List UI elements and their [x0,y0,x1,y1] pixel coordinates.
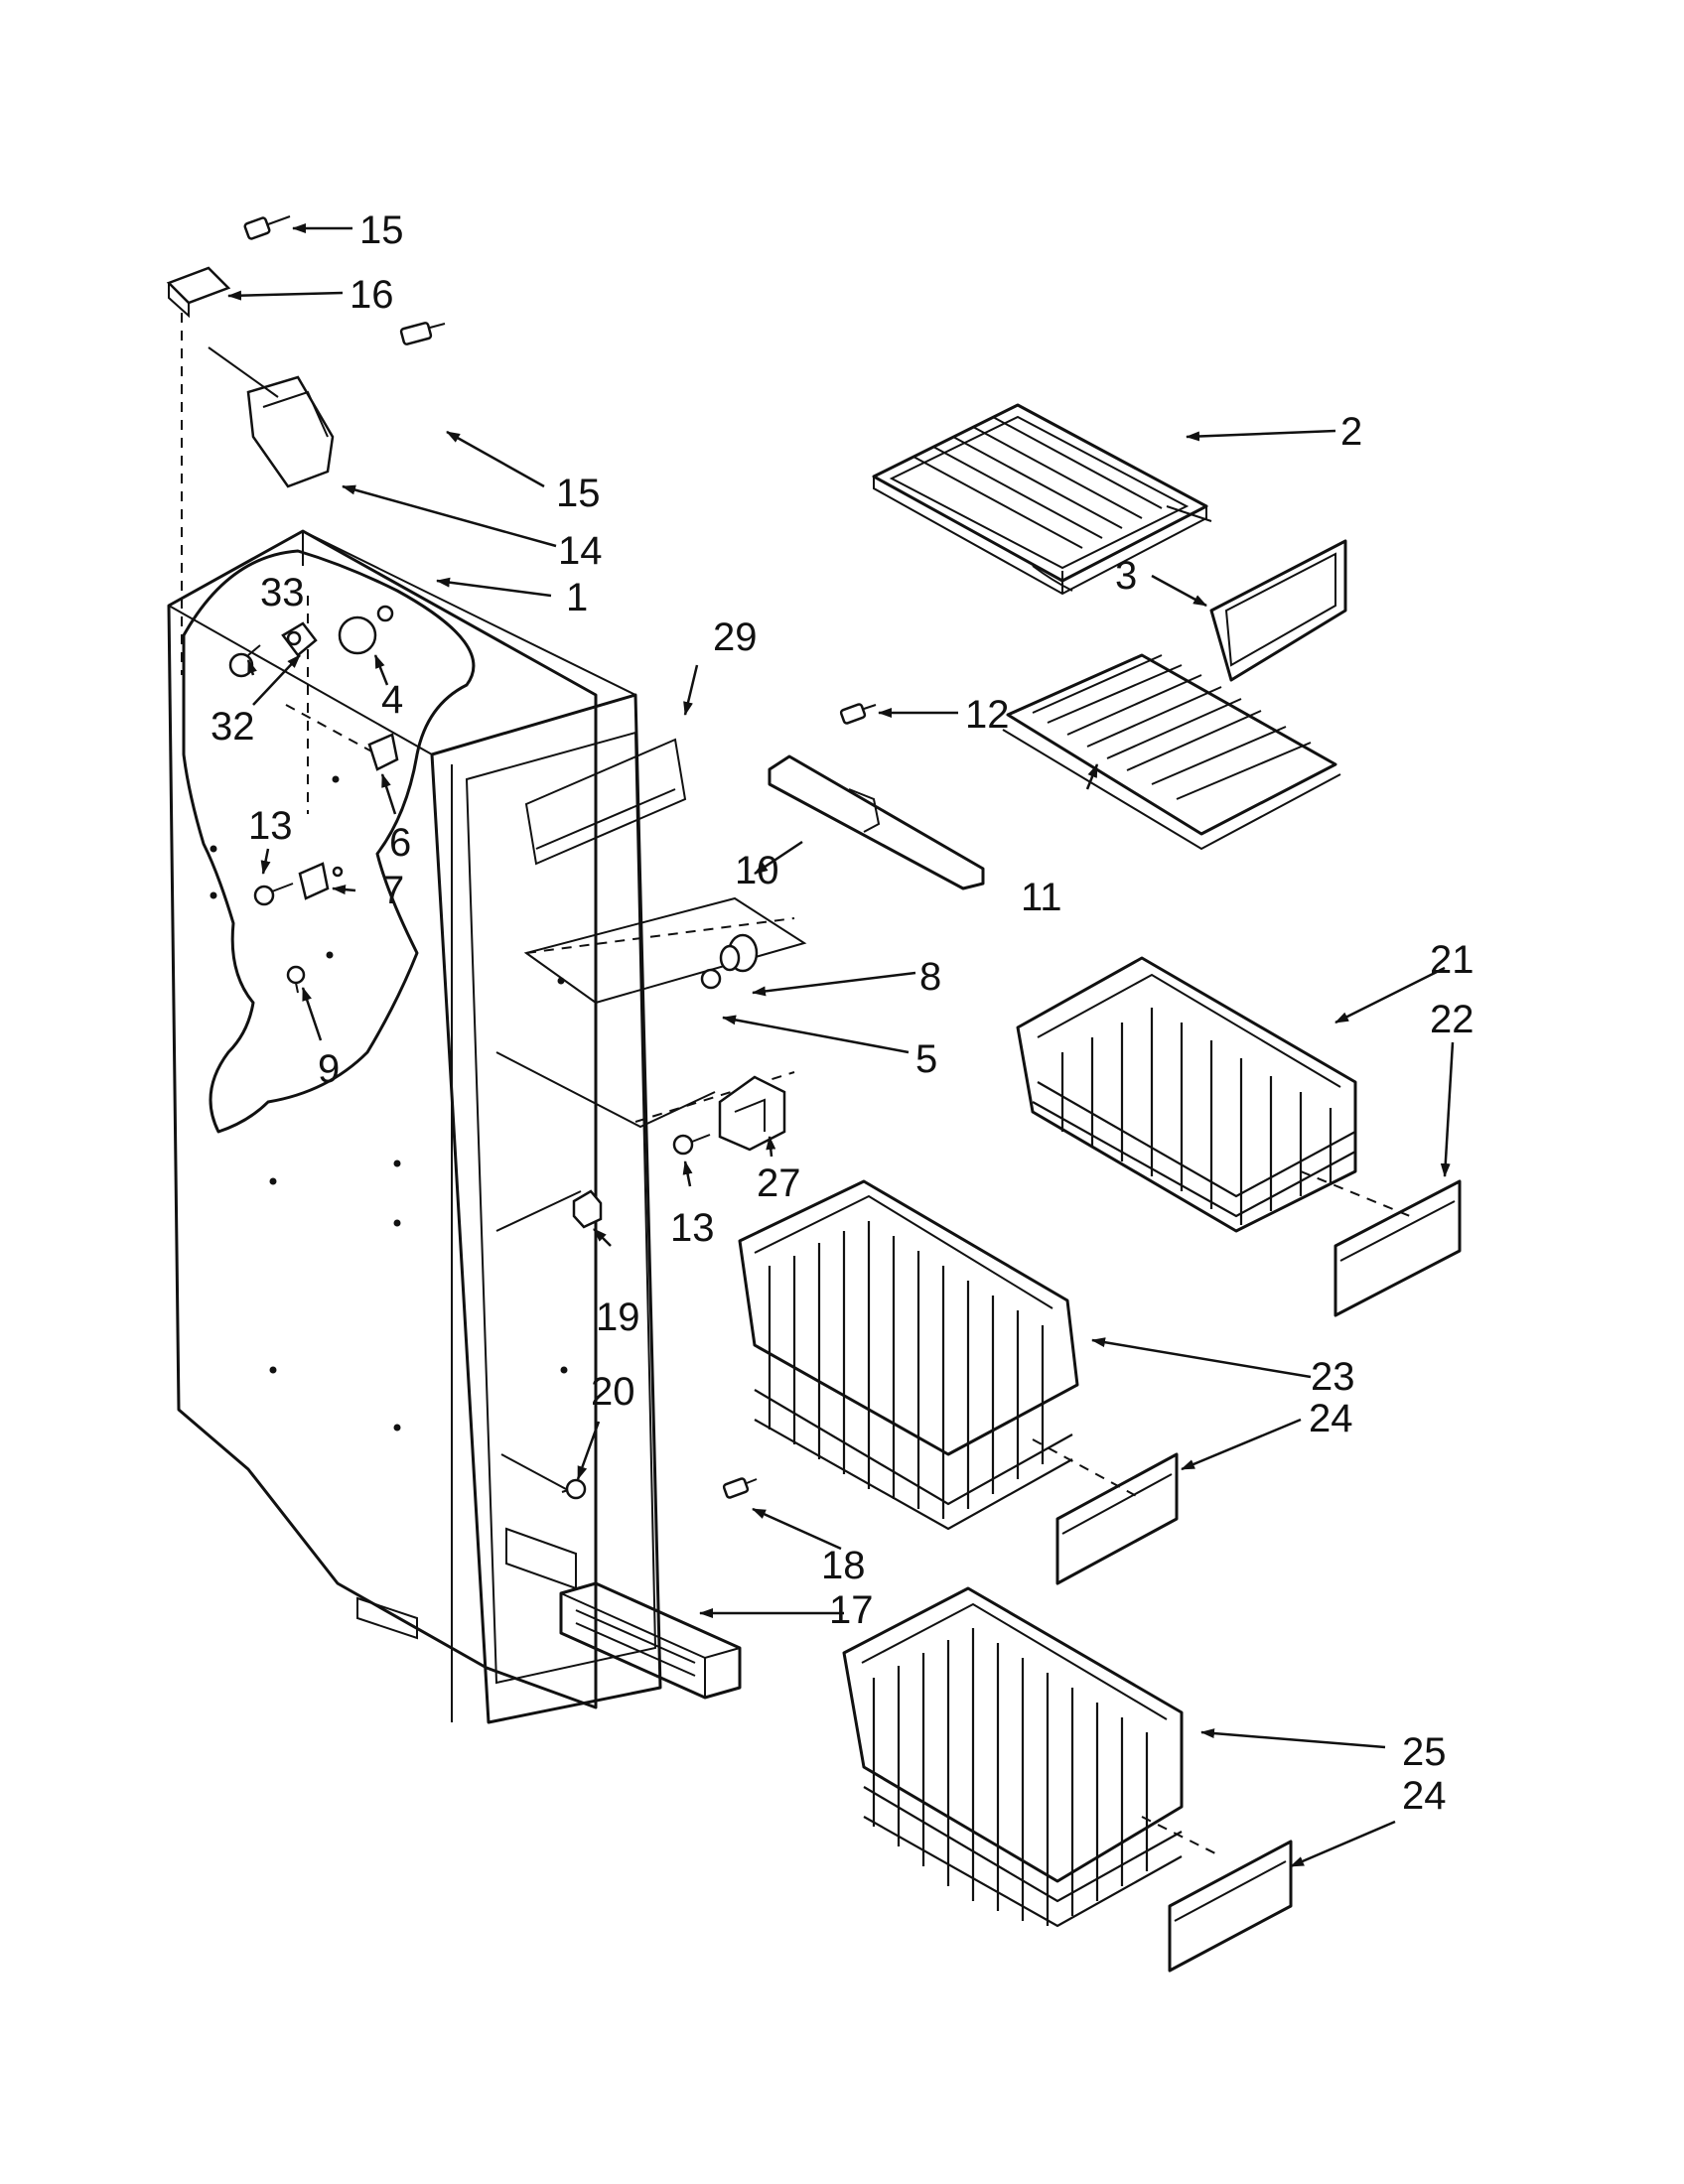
fastener-9 [286,965,306,994]
callout-13-middle: 13 [670,1206,715,1250]
callout-13-left: 13 [248,804,293,848]
callout-24-upper: 24 [1309,1397,1353,1440]
wire-basket-25 [842,1586,1222,1928]
callout-16: 16 [350,273,394,317]
screw-5 [700,968,722,990]
basket-front-24-upper [1055,1452,1179,1585]
shelf-2 [872,403,1212,596]
callout-33: 33 [260,571,305,614]
callout-27: 27 [757,1161,801,1205]
basket-front-24-lower [1168,1840,1293,1973]
callout-14: 14 [558,529,603,573]
callout-23: 23 [1311,1355,1355,1399]
clip-6 [367,733,399,771]
light-lens-8 [719,933,759,973]
screw-12 [839,703,877,725]
callout-1: 1 [566,576,588,619]
callout-15-top: 15 [359,208,404,252]
screw-15-hinge [399,322,446,345]
screw-20 [561,1478,587,1500]
callout-20: 20 [591,1370,635,1414]
screw-13-left [253,883,294,906]
callout-2: 2 [1340,410,1362,454]
callout-17: 17 [829,1588,874,1632]
callout-4: 4 [381,678,403,722]
screw-15-top [243,215,291,240]
callout-9: 9 [318,1047,340,1091]
callout-11: 11 [1021,876,1062,919]
leader-lines [227,223,1455,1868]
callout-25: 25 [1402,1730,1447,1774]
basket-front-22 [1333,1179,1462,1317]
screw-18 [722,1477,758,1499]
callout-6: 6 [389,821,411,865]
callout-19: 19 [596,1296,640,1339]
callout-24-lower: 24 [1402,1774,1447,1818]
shelf-frame-3 [1209,539,1347,682]
callout-10: 10 [735,849,779,892]
callout-numbers: 15 16 15 14 1 33 32 4 6 13 7 9 29 2 3 12… [210,208,1474,1818]
callout-8: 8 [919,955,941,999]
shelf-bracket-10 [768,754,985,890]
bracket-16 [166,266,231,675]
wire-shelf-11 [1002,653,1341,851]
thermostat-7 [298,862,344,900]
damper-27 [718,1075,786,1152]
callout-32: 32 [210,705,255,749]
callout-5: 5 [915,1037,937,1081]
light-bulb-33 [228,644,261,678]
wire-basket-23 [738,1179,1143,1531]
callout-22: 22 [1430,998,1474,1041]
screw-13-middle [672,1134,711,1156]
switch-19 [572,1189,603,1229]
light-socket-32 [281,621,318,657]
button-4 [338,605,394,655]
hinge-14 [208,346,335,488]
callout-21: 21 [1430,938,1474,982]
callout-7: 7 [382,869,404,912]
wire-basket-21 [1016,956,1411,1233]
grille-17 [559,1581,742,1700]
callout-18: 18 [821,1544,866,1587]
callout-15-hinge: 15 [556,472,601,515]
callout-12: 12 [965,693,1010,737]
callout-3: 3 [1115,554,1137,598]
freezer-liner [167,529,807,1724]
callout-29: 29 [713,615,758,659]
